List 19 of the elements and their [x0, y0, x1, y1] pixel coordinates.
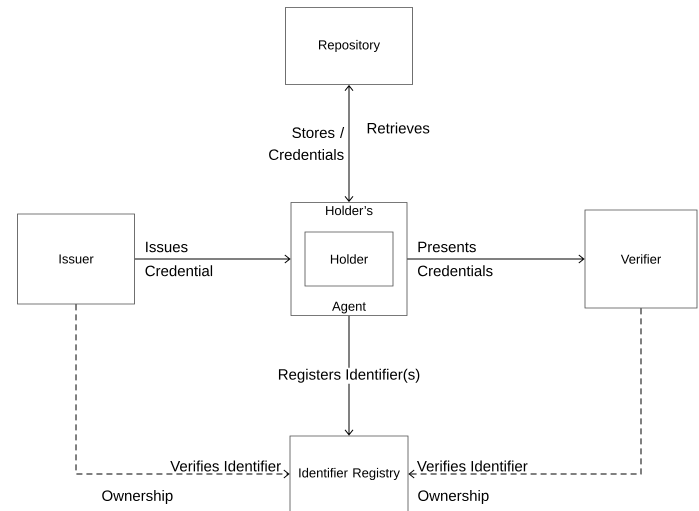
arrow [406, 254, 585, 264]
edge-label: Presents Credentials [418, 242, 493, 276]
process-box: Verifier [584, 210, 698, 308]
process-box: Issuer [17, 214, 135, 304]
edge-label: Issues Credential [146, 242, 212, 276]
edge-label: Stores / Credentials [269, 127, 344, 160]
label: Ownership [102, 490, 173, 504]
arrow [408, 308, 642, 478]
label: Retrieves [368, 122, 430, 134]
edge-label: Verifies Identifier [416, 460, 528, 472]
arrow [344, 84, 354, 202]
edge-label: Registers Identifier(s) [278, 368, 420, 383]
arrow [344, 315, 354, 436]
arrow [76, 304, 290, 478]
edge-label: Verifies Identifier [170, 460, 281, 472]
process-box: Repository [285, 7, 413, 85]
process-box: Identifier Registry [290, 436, 408, 511]
process-box: Holder [304, 232, 394, 286]
arrow [134, 254, 291, 264]
